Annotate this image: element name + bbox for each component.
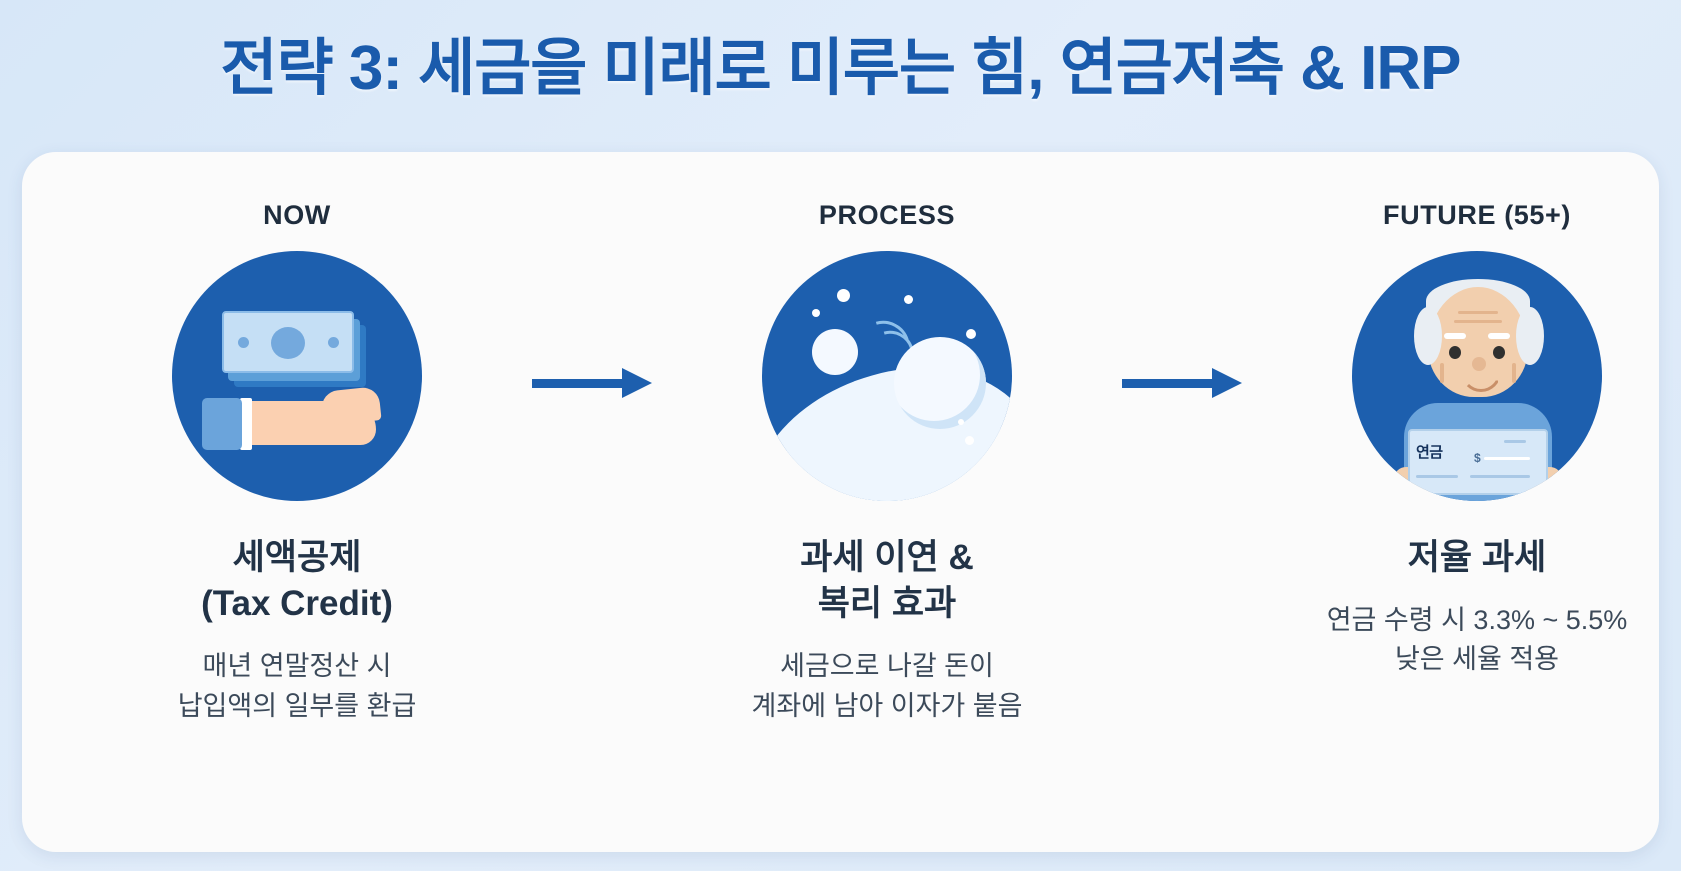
- check-line-4: [1470, 475, 1530, 478]
- arrow-head: [1212, 368, 1242, 398]
- step-title-tax-deferral: 과세 이연 & 복리 효과: [800, 538, 974, 624]
- forehead-wrinkle-1: [1458, 311, 1498, 314]
- nose: [1472, 357, 1486, 371]
- hand-holding-cash-icon: [172, 251, 422, 501]
- sleeve-cuff: [202, 398, 242, 450]
- pension-check-label: 연금: [1416, 444, 1443, 461]
- snowflake-3: [812, 309, 820, 317]
- snowball-compounding-icon: [762, 251, 1012, 501]
- cheek-line-left: [1440, 363, 1444, 383]
- eyebrow-right: [1488, 333, 1510, 339]
- eye-right: [1493, 346, 1505, 359]
- infographic-card: NOW 세액공제 (Tax Credit) 매년 연말정산 시 납입액의 일부를…: [22, 152, 1659, 852]
- snowball-small: [812, 329, 858, 375]
- check-amount-field: [1484, 457, 1530, 460]
- step-kicker-future: FUTURE (55+): [1383, 200, 1571, 230]
- flow-step-process: PROCESS 과세 이연 & 복리 효과 세금으로 나갈 돈이 계좌에 남아 …: [652, 200, 1122, 726]
- flow-step-now: NOW 세액공제 (Tax Credit) 매년 연말정산 시 납입액의 일부를…: [62, 200, 532, 726]
- arrow-head: [622, 368, 652, 398]
- check-line-3: [1416, 475, 1458, 478]
- step-kicker-now: NOW: [263, 200, 331, 230]
- step-title-tax-credit: 세액공제 (Tax Credit): [201, 538, 393, 624]
- step-title-low-tax-rate: 저율 과세: [1407, 538, 1547, 577]
- process-flow: NOW 세액공제 (Tax Credit) 매년 연말정산 시 납입액의 일부를…: [22, 152, 1659, 852]
- snowflake-1: [837, 289, 850, 302]
- arrow-step1-to-step2-icon: [532, 368, 652, 398]
- step-kicker-process: PROCESS: [818, 200, 956, 230]
- sleeve-cuff-edge: [240, 398, 252, 450]
- snowflake-2: [904, 295, 913, 304]
- snowball-large: [894, 337, 986, 429]
- step-description-tax-deferral: 세금으로 나갈 돈이 계좌에 남아 이자가 붙음: [751, 651, 1023, 721]
- senior-hair-right: [1516, 307, 1544, 365]
- page-title: 전략 3: 세금을 미래로 미루는 힘, 연금저축 & IRP: [220, 34, 1462, 103]
- arrow-step2-to-step3-icon: [1122, 368, 1242, 398]
- bill-portrait-oval: [271, 327, 305, 359]
- forehead-wrinkle-2: [1454, 320, 1502, 323]
- hand-thumb: [320, 386, 382, 426]
- senior-with-pension-check-icon: 연금 $: [1352, 251, 1602, 501]
- eyebrow-left: [1444, 333, 1466, 339]
- cheek-line-right: [1512, 363, 1516, 383]
- bill-dot-left: [238, 337, 249, 348]
- arrow-shaft: [532, 379, 624, 388]
- page-header: 전략 3: 세금을 미래로 미루는 힘, 연금저축 & IRP: [0, 0, 1681, 124]
- step-description-low-tax-rate: 연금 수령 시 3.3% ~ 5.5% 낮은 세율 적용: [1326, 605, 1628, 675]
- arrow-shaft: [1122, 379, 1214, 388]
- bill-dot-right: [328, 337, 339, 348]
- smiling-mouth: [1461, 371, 1501, 392]
- eye-left: [1449, 346, 1461, 359]
- snowflake-5: [965, 436, 974, 445]
- pension-check-currency-symbol: $: [1474, 451, 1481, 465]
- senior-hair-left: [1414, 307, 1442, 365]
- flow-step-future: FUTURE (55+) 연금: [1242, 200, 1659, 679]
- check-line-1: [1504, 440, 1526, 443]
- step-description-tax-credit: 매년 연말정산 시 납입액의 일부를 환급: [177, 651, 417, 721]
- snowflake-6: [958, 419, 964, 425]
- snowflake-4: [966, 329, 976, 339]
